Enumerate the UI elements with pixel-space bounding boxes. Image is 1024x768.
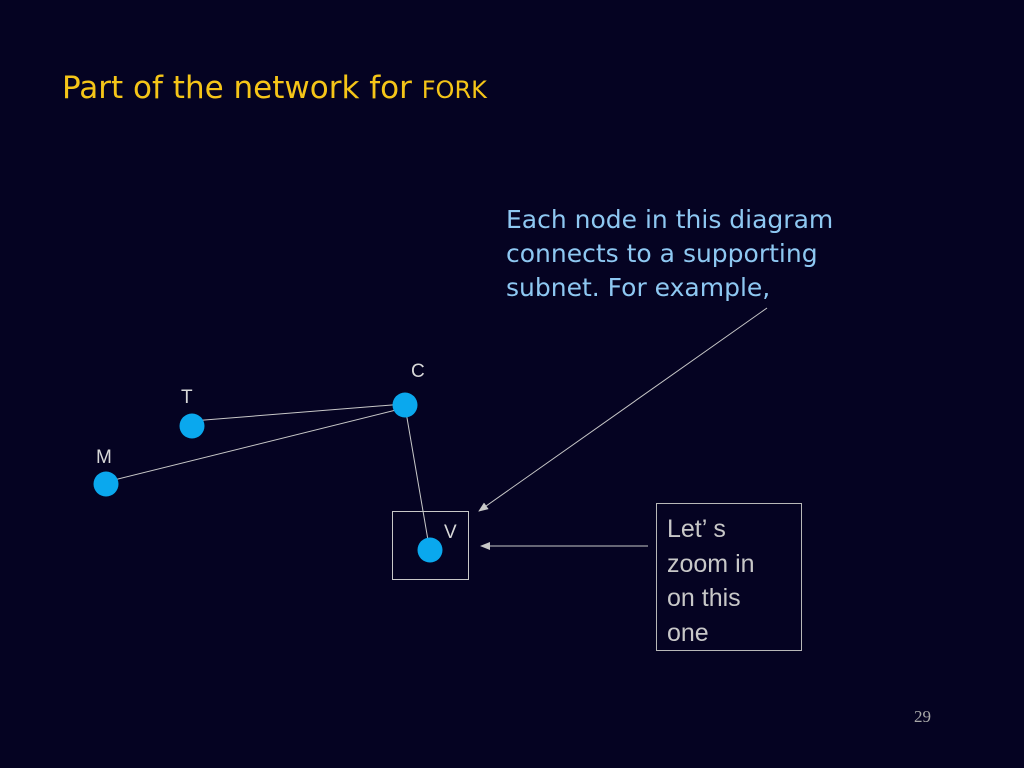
node-c[interactable]	[392, 392, 418, 418]
node-m-label: M	[96, 447, 112, 468]
page-number: 29	[914, 707, 931, 726]
edge-c-v	[405, 411, 430, 547]
node-v-label: V	[444, 522, 457, 543]
node-v[interactable]	[417, 537, 443, 563]
zoom-note-line: on this	[667, 584, 741, 612]
edge-t-c	[191, 403, 405, 422]
title-main: Part of the network for	[62, 70, 422, 106]
callout-text: Each node in this diagram connects to a …	[506, 203, 906, 305]
callout-line: connects to a supporting	[506, 239, 818, 268]
node-c-label: C	[411, 361, 425, 382]
node-t-label: T	[181, 387, 193, 408]
callout-line: Each node in this diagram	[506, 205, 834, 234]
title-keyword: FORK	[421, 76, 487, 104]
zoom-note-box: Let’ s zoom in on this one	[656, 503, 802, 651]
node-t[interactable]	[179, 413, 205, 439]
callout-line: subnet. For example,	[506, 273, 771, 302]
edge-m-c	[105, 407, 405, 483]
zoom-note-line: Let’ s	[667, 515, 726, 543]
zoom-note-line: zoom in	[667, 549, 755, 578]
callout-arrow	[478, 307, 768, 512]
zoom-note-line: one	[667, 618, 709, 647]
node-v-highlight-box	[392, 511, 469, 580]
node-m[interactable]	[93, 471, 119, 497]
slide-title: Part of the network for FORK	[62, 70, 487, 106]
